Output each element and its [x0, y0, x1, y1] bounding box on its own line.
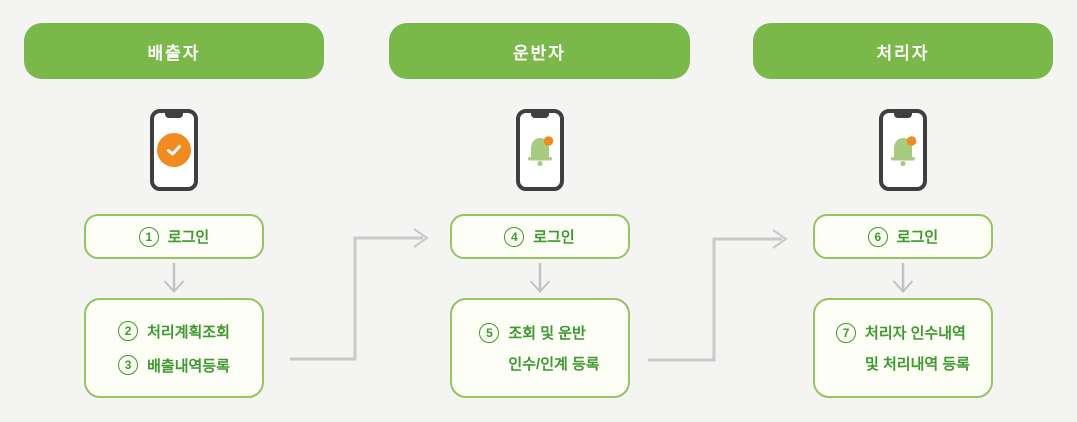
step-number-badge: 1	[138, 226, 159, 247]
step-label: 로그인	[533, 229, 575, 246]
login-step-box: 4 로그인	[449, 214, 630, 259]
down-arrow-icon	[163, 263, 185, 293]
check-circle-icon	[157, 133, 191, 167]
down-arrow-icon	[892, 263, 914, 293]
phone-notch	[530, 112, 549, 118]
task-box: 5 조회 및 운반 인수/인계 등록	[449, 298, 630, 398]
task-row: 인수/인계 등록	[508, 353, 599, 374]
task-row: 2 처리계획조회	[118, 321, 230, 342]
step-label: 처리자 인수내역	[865, 325, 966, 342]
task-row: 7 처리자 인수내역	[836, 322, 966, 343]
task-row: 5 조회 및 운반	[479, 322, 586, 343]
step-label: 및 처리내역 등록	[865, 356, 970, 373]
login-step-box: 1 로그인	[84, 214, 264, 259]
task-box: 2 처리계획조회 3 배출내역등록	[84, 298, 264, 398]
step-label: 처리계획조회	[147, 323, 230, 341]
step-label: 인수/인계 등록	[508, 356, 600, 373]
step-number-badge: 3	[118, 355, 139, 375]
phone-icon	[150, 109, 198, 191]
step-number-badge: 4	[504, 226, 525, 247]
step-number-badge: 6	[867, 226, 888, 247]
step-label: 로그인	[896, 229, 939, 246]
step-number-badge: 5	[479, 322, 500, 343]
bell-notification-icon	[891, 136, 917, 167]
task-row: 및 처리내역 등록	[865, 353, 970, 374]
column-processor: 처리자 6 로그인 7 처리자 인수내역	[753, 0, 1053, 398]
step-number-badge: 7	[836, 322, 857, 343]
step-number-badge: 2	[118, 321, 139, 341]
task-row: 3 배출내역등록	[118, 355, 230, 376]
login-step-box: 6 로그인	[813, 214, 993, 259]
step-label: 배출내역등록	[147, 357, 230, 375]
role-header-transporter: 운반자	[389, 23, 690, 79]
notification-dot	[543, 136, 553, 146]
phone-notch	[165, 112, 183, 118]
column-transporter: 운반자 4 로그인 5 조회 및 운반	[389, 0, 690, 398]
task-box: 7 처리자 인수내역 및 처리내역 등록	[813, 298, 993, 398]
step-label: 로그인	[167, 229, 210, 246]
role-header-emitter: 배출자	[24, 23, 324, 79]
bell-notification-icon	[527, 136, 553, 167]
phone-notch	[894, 112, 912, 118]
phone-icon	[515, 109, 564, 191]
step-label: 조회 및 운반	[508, 325, 586, 342]
notification-dot	[906, 136, 917, 146]
phone-icon	[879, 109, 927, 191]
role-header-processor: 처리자	[753, 23, 1053, 79]
down-arrow-icon	[529, 263, 550, 293]
column-emitter: 배출자 1 로그인 2 처리계획조회 3	[24, 0, 324, 398]
